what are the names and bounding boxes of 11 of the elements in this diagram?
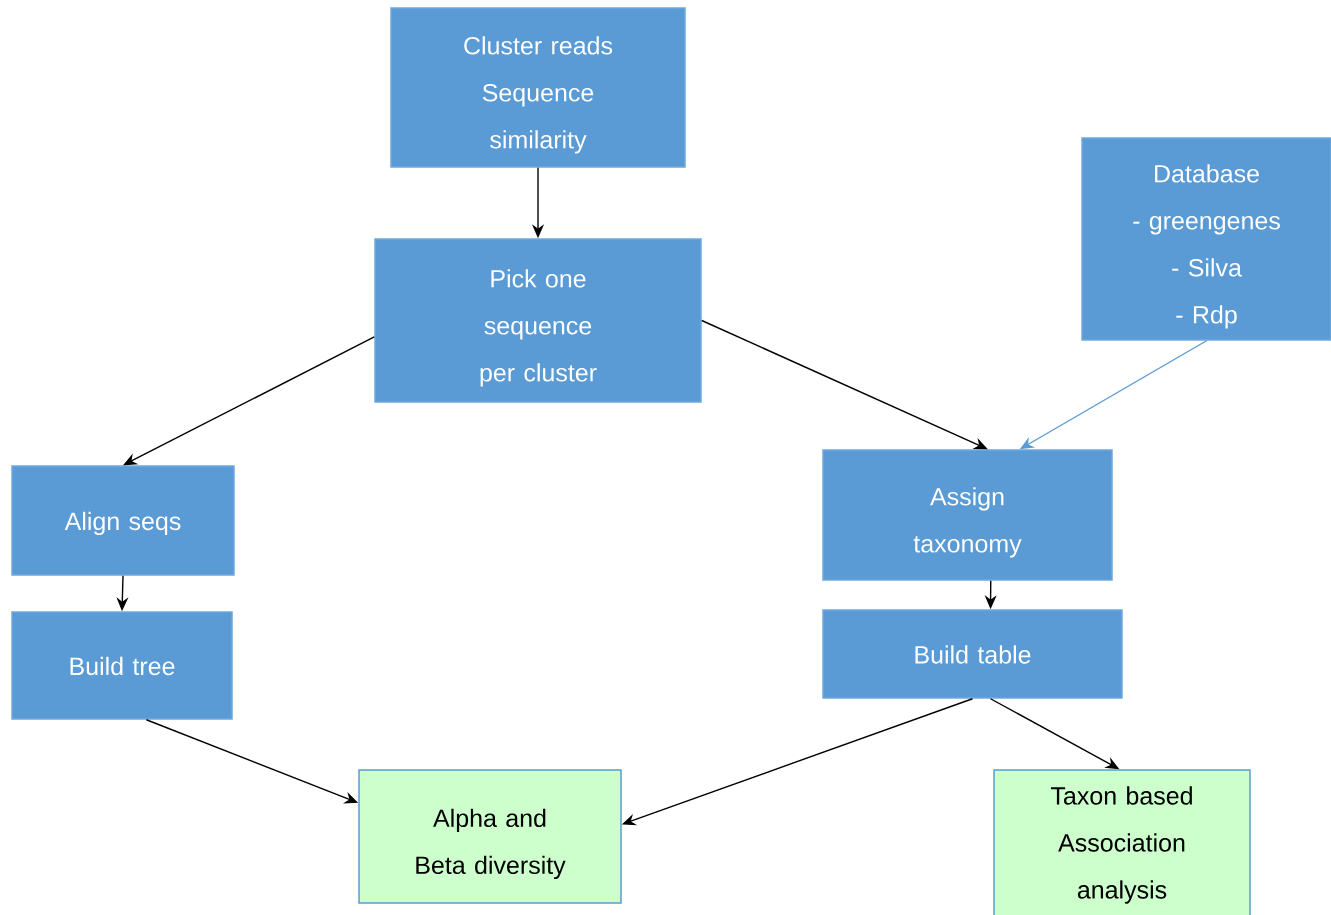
result-text: Taxon based Association analysis (1051, 786, 1192, 904)
result-box: Alpha and Beta diversity (358, 769, 622, 904)
process-box: Build table (822, 609, 1123, 699)
process-box: Assign taxonomy (822, 449, 1113, 581)
process-box: Build tree (11, 611, 233, 720)
arrow (123, 336, 375, 466)
process-box: Database - greengenes - Silva - Rdp (1081, 137, 1331, 341)
process-box: Cluster reads Sequence similarity (390, 7, 686, 168)
process-box: Align seqs (11, 465, 235, 576)
result-box (993, 769, 1251, 915)
process-box: Pick one sequence per cluster (374, 238, 702, 403)
